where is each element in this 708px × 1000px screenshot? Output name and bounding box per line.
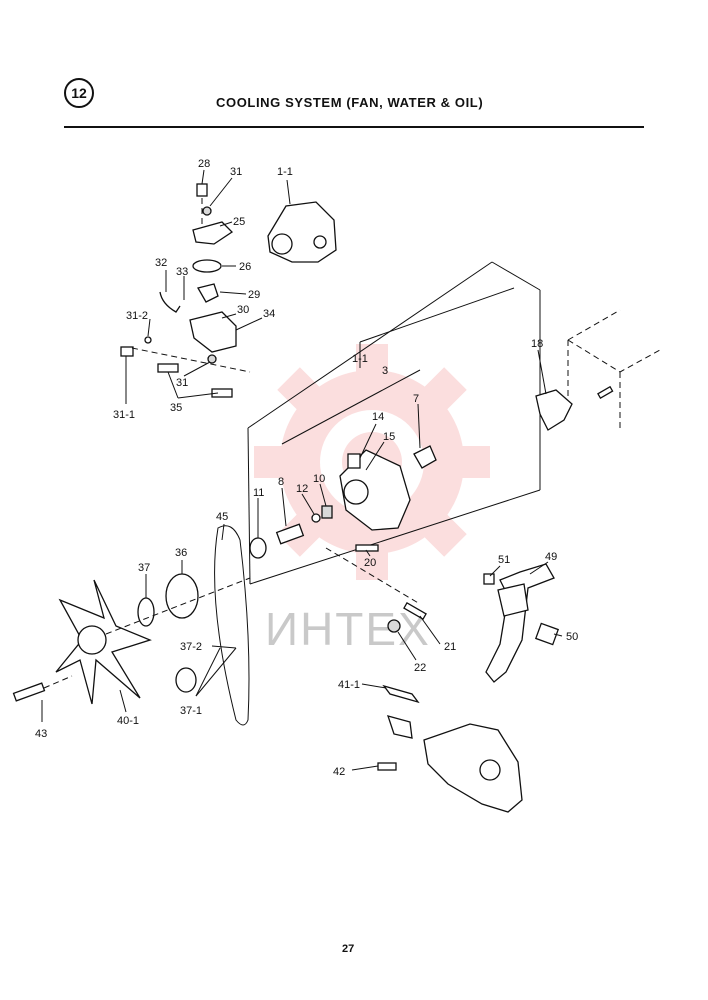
label-31: 31: [230, 166, 242, 178]
label-11: 11: [253, 487, 264, 499]
label-28: 28: [198, 158, 210, 170]
part-labels: 28 31 1-1 25 26 32 33 29 31-2 30 34 31 3…: [35, 158, 578, 778]
label-22: 22: [414, 662, 426, 674]
fan-belt-group: [12, 525, 251, 726]
label-20: 20: [364, 557, 376, 569]
bolt-35b: [211, 388, 233, 398]
plug-31-1: [120, 346, 134, 357]
label-34: 34: [263, 308, 275, 320]
belt-45: [214, 525, 250, 726]
label-37: 37: [138, 562, 150, 574]
stud-21: [403, 602, 427, 620]
label-33: 33: [176, 266, 188, 278]
page-title: COOLING SYSTEM (FAN, WATER & OIL): [216, 95, 484, 110]
stay-41-1: [382, 684, 420, 704]
label-18: 18: [531, 338, 543, 350]
impeller-7: [413, 445, 437, 469]
label-30: 30: [237, 304, 249, 316]
label-7: 7: [413, 393, 419, 405]
pump-body: [249, 445, 437, 633]
label-36: 36: [175, 547, 187, 559]
oil-pump: [423, 723, 523, 813]
thermostat-29: [197, 283, 219, 303]
gasket-18-area: [535, 309, 661, 431]
label-8: 8: [278, 476, 284, 488]
leader-lines: [41, 169, 563, 771]
section-number-badge: 12: [64, 78, 94, 108]
bolt-42: [377, 762, 397, 771]
bracket-group: [377, 684, 523, 813]
section-number: 12: [71, 85, 87, 101]
label-1-1: 1-1: [277, 166, 293, 178]
oil-pipe-group: [483, 563, 560, 683]
spacer-37: [137, 597, 155, 627]
label-37-1: 37-1: [180, 705, 202, 717]
outlet-25: [192, 221, 234, 245]
label-14: 14: [372, 411, 384, 423]
title-rule: [64, 126, 644, 128]
bolt-28: [196, 183, 208, 197]
nut-22: [387, 619, 401, 633]
label-42: 42: [333, 766, 345, 778]
exploded-panel: [247, 261, 541, 585]
label-41-1: 41-1: [338, 679, 360, 691]
shaft-8: [275, 523, 305, 545]
gasket-50: [534, 622, 560, 646]
spacer-37-1: [175, 667, 197, 693]
thermostat-housing-group: [120, 183, 251, 398]
label-50: 50: [566, 631, 578, 643]
bolt-51: [483, 573, 495, 585]
label-32: 32: [155, 257, 167, 269]
label-29: 29: [248, 289, 260, 301]
label-35: 35: [170, 402, 182, 414]
pulley-36: [165, 573, 199, 619]
label-40-1: 40-1: [117, 715, 139, 727]
seal-10: [321, 505, 333, 519]
label-10: 10: [313, 473, 325, 485]
label-31-1: 31-1: [113, 409, 135, 421]
label-45: 45: [216, 511, 228, 523]
label-49: 49: [545, 551, 557, 563]
bolt-35a: [157, 363, 179, 373]
label-3: 3: [382, 365, 388, 377]
label-25: 25: [233, 216, 245, 228]
washer-31: [202, 206, 212, 216]
label-15: 15: [383, 431, 395, 443]
hose-32: [159, 291, 181, 313]
hub-11: [249, 537, 267, 559]
page-number: 27: [342, 943, 355, 955]
seal-12: [311, 513, 321, 523]
label-12: 12: [296, 483, 308, 495]
label-37-2: 37-2: [180, 641, 202, 653]
label-31-2: 31-2: [126, 310, 148, 322]
gasket-26: [192, 259, 222, 273]
bolt-20: [355, 544, 379, 552]
label-51: 51: [498, 554, 510, 566]
label-26: 26: [239, 261, 251, 273]
label-21: 21: [444, 641, 456, 653]
label-1-1b: 1-1: [352, 353, 368, 365]
bolt-43: [12, 682, 46, 702]
water-pump-top: [267, 201, 337, 263]
housing-30: [189, 311, 237, 353]
pipe-49: [485, 563, 555, 683]
label-31b: 31: [176, 377, 188, 389]
watermark-text: ИНТЕХ: [265, 603, 431, 655]
label-43: 43: [35, 728, 47, 740]
